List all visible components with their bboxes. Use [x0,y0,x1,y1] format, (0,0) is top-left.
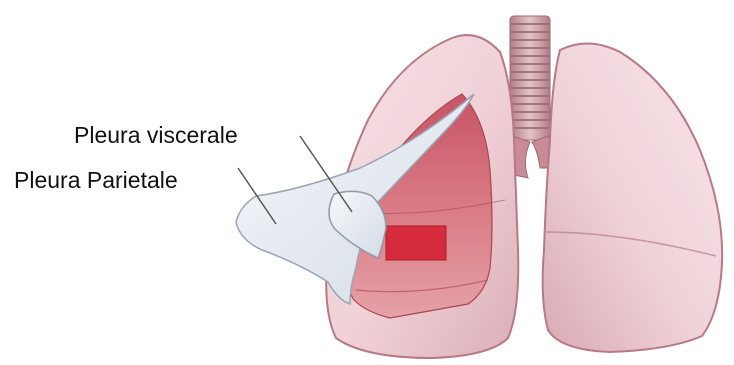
label-pleura-viscerale: Pleura viscerale [74,122,238,148]
right-lung [543,43,722,352]
exposed-patch [386,226,446,260]
label-pleura-parietale: Pleura Parietale [14,167,178,193]
trachea [509,16,553,178]
